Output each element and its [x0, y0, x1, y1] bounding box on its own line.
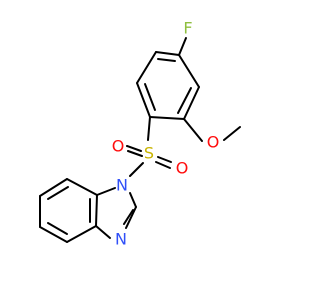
- bond: [123, 209, 134, 225]
- imidazole-ring: [95, 187, 137, 239]
- bond: [155, 51, 180, 56]
- sulfur-label: S: [144, 144, 154, 163]
- bond: [136, 82, 151, 118]
- benzo-ring: [39, 178, 98, 243]
- oxygen-label-sulfonyl-left: O: [112, 137, 125, 156]
- bond: [157, 58, 176, 62]
- bond: [126, 145, 142, 152]
- bond: [95, 225, 111, 239]
- bond: [149, 116, 185, 120]
- nitrogen-label-n1: N: [116, 176, 128, 195]
- bond: [177, 87, 192, 114]
- bond: [47, 186, 69, 200]
- bond: [155, 161, 171, 169]
- bond: [47, 222, 68, 235]
- bond: [39, 226, 68, 243]
- bond: [223, 126, 241, 141]
- bond: [66, 225, 97, 243]
- bond: [96, 187, 116, 196]
- nitrogen-label-n3: N: [115, 230, 127, 249]
- bond: [125, 206, 137, 229]
- bond: [183, 118, 203, 142]
- fluorine-label: F: [183, 19, 192, 38]
- bond: [178, 37, 187, 56]
- structure-svg: F S O O O N N: [39, 19, 241, 249]
- bond: [129, 192, 137, 208]
- bond: [157, 156, 172, 163]
- bond: [178, 54, 200, 88]
- bond: [129, 162, 144, 177]
- bond: [147, 116, 151, 141]
- bond: [39, 178, 68, 197]
- fluorophenyl-ring: [136, 51, 200, 120]
- bond: [95, 194, 98, 227]
- bond: [127, 150, 143, 157]
- bond: [136, 51, 157, 84]
- bond: [66, 178, 98, 196]
- molecule-structure-diagram: F S O O O N N: [39, 19, 241, 249]
- oxygen-label-sulfonyl-right: O: [176, 159, 189, 178]
- bond: [183, 86, 200, 120]
- oxygen-label-methoxy: O: [207, 133, 220, 152]
- bond: [144, 83, 156, 111]
